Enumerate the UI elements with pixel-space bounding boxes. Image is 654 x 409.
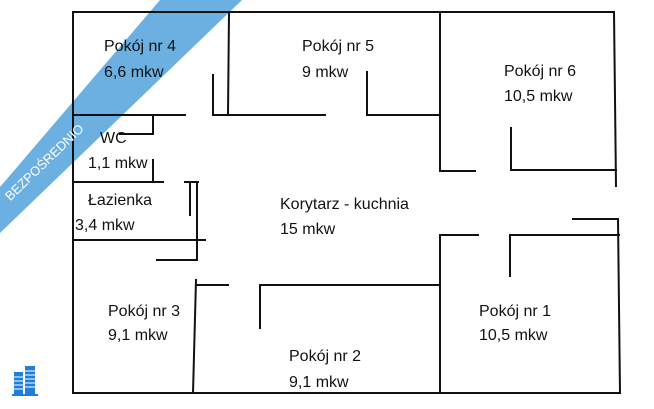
watermark-band [0, 0, 242, 233]
room-name: Korytarz - kuchnia [280, 196, 409, 213]
wall [72, 11, 326, 117]
walls [72, 11, 622, 395]
room-area: 10,5 mkw [504, 88, 573, 105]
room-area: 9,1 mkw [108, 327, 168, 344]
wall [72, 181, 206, 261]
room-area: 1,1 mkw [88, 155, 148, 172]
wall [191, 278, 441, 395]
wall [366, 11, 476, 172]
wall [510, 127, 617, 171]
room-name: Pokój nr 3 [108, 303, 180, 320]
room-name: Pokój nr 2 [289, 348, 361, 365]
room-name: Pokój nr 6 [504, 63, 576, 80]
room-area: 9,1 mkw [289, 374, 349, 391]
room-name: WC [100, 130, 127, 147]
room-name: Pokój nr 1 [479, 303, 551, 320]
room-name: Pokój nr 5 [302, 38, 374, 55]
room-name: Pokój nr 4 [104, 38, 176, 55]
room-labels: Pokój nr 4 6,6 mkw WC 1,1 mkw Łazienka 3… [75, 38, 576, 391]
room-name: Łazienka [88, 192, 152, 209]
buildings-icon [12, 366, 38, 396]
wall [72, 114, 164, 183]
room-area: 15 mkw [280, 221, 336, 238]
room-area: 10,5 mkw [479, 327, 548, 344]
room-area: 3,4 mkw [75, 217, 135, 234]
room-area: 9 mkw [302, 64, 349, 81]
outer-wall [72, 11, 622, 394]
wall [439, 218, 620, 394]
room-area: 6,6 mkw [104, 64, 164, 81]
